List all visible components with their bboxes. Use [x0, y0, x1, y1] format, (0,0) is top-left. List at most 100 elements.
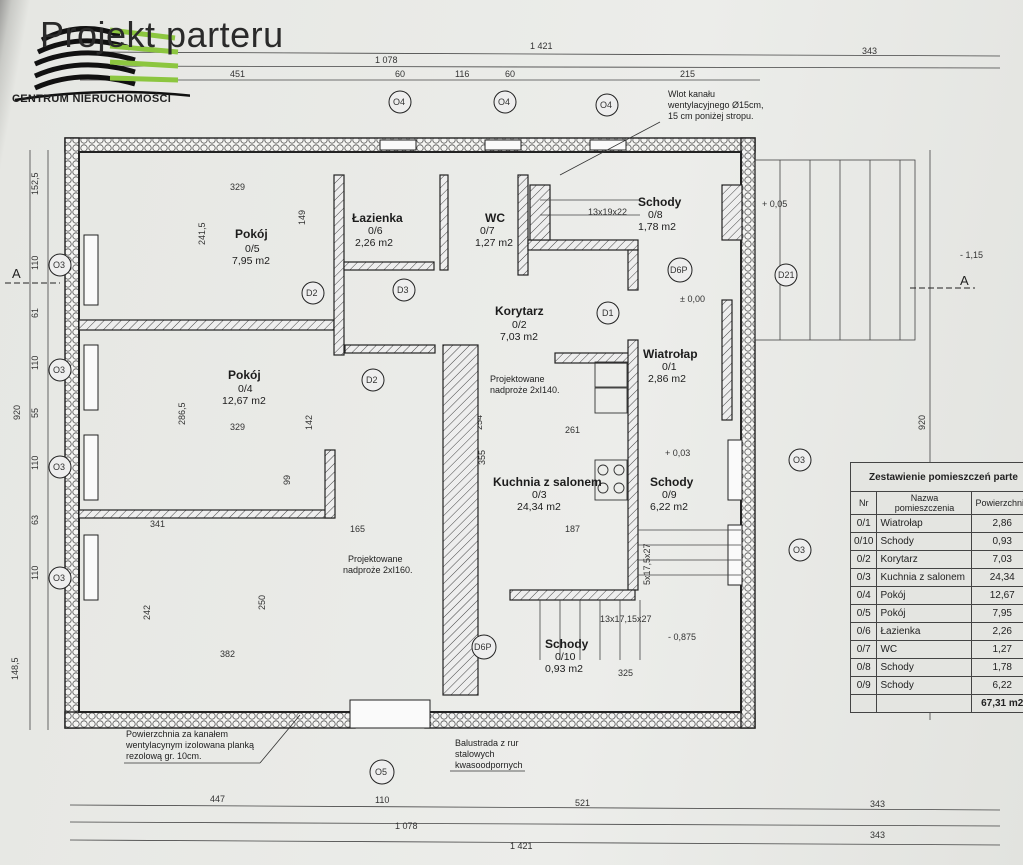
- room-name: WC: [485, 211, 505, 225]
- room-number: 0/7: [480, 225, 495, 237]
- door-tag-label: D3: [397, 285, 409, 295]
- window-tag-label: O4: [600, 100, 612, 110]
- note-line: wentylacynym izolowana planką: [125, 740, 254, 750]
- note-line: Projektowane: [490, 374, 545, 384]
- room-area-cell: 12,67: [971, 586, 1023, 605]
- room-number: 0/9: [662, 489, 677, 501]
- page-title: Projekt parteru: [40, 14, 284, 55]
- room-number-cell: 0/2: [849, 550, 878, 569]
- stair-spec: 13x19x22: [588, 207, 627, 217]
- logo-brand-text: CENTRUM NIERUCHOMOŚCI: [12, 93, 172, 105]
- interior-walls: [78, 174, 743, 696]
- note-insulation: Powierzchnia za kanałem wentylacynym izo…: [124, 714, 301, 764]
- dim-right-total: 920: [917, 415, 927, 430]
- room-number-cell: 0/3: [849, 568, 878, 587]
- room-number-cell: 0/7: [849, 640, 878, 659]
- room-name: Korytarz: [495, 304, 544, 318]
- exterior-stairs: [754, 159, 916, 341]
- room-number: 0/8: [648, 209, 663, 221]
- dim-bottom-right: 343: [870, 830, 885, 840]
- dim-top-chain: 116: [455, 69, 469, 79]
- room-number: 0/10: [555, 651, 576, 663]
- room-summary-table: Zestawienie pomieszczeń parte Nr Nazwa p…: [849, 462, 1023, 713]
- room-area-cell: 2,26: [971, 622, 1023, 641]
- room-number-cell: 0/9: [849, 676, 878, 695]
- kitchen-counter: [594, 361, 628, 501]
- window-tag-o4: [493, 90, 517, 114]
- dimension-lines: [29, 51, 1001, 846]
- note-line: kwasoodpornych: [455, 760, 523, 770]
- room-pokoj-0-5: Pokój 0/5 7,95 m2: [232, 227, 270, 267]
- door-tag-d6p: [667, 257, 693, 283]
- dim-interior: 286,5: [177, 402, 187, 425]
- note-line: stalowych: [455, 749, 495, 759]
- room-name-cell: Kuchnia z salonem: [876, 568, 973, 587]
- door-tag-label: D6P: [474, 642, 492, 652]
- door-tag-d21: [774, 263, 798, 287]
- dim-interior: 149: [297, 210, 307, 225]
- dim-top-chain: 60: [505, 69, 515, 79]
- column-header: Nazwa pomieszczenia: [876, 491, 973, 515]
- section-marker: A: [12, 266, 21, 281]
- dim-top-main: 1 078: [375, 55, 398, 65]
- room-labels: Pokój 0/5 7,95 m2 Łazienka 0/6 2,26 m2 W…: [222, 195, 698, 675]
- door-tag-d2: [361, 368, 385, 392]
- room-name: Pokój: [228, 368, 261, 382]
- dim-interior: 142: [304, 415, 314, 430]
- dim-left-chain: 110: [30, 566, 40, 580]
- room-name: Kuchnia z salonem: [493, 475, 602, 489]
- room-name-cell: Wiatrołap: [876, 514, 973, 533]
- column-header: Nr: [849, 491, 878, 515]
- dim-top-right: 343: [862, 46, 877, 56]
- room-schody-0-9: Schody 0/9 6,22 m2: [650, 475, 694, 513]
- note-line: nadproże 2xI140.: [490, 385, 560, 395]
- room-name: Schody: [650, 475, 694, 489]
- room-area: 6,22 m2: [650, 501, 688, 513]
- dim-interior: 99: [282, 475, 292, 485]
- symbols: [48, 90, 812, 785]
- door-tag-label: D2: [366, 375, 378, 385]
- dim-left-chain: 110: [30, 456, 40, 470]
- table-caption: Zestawienie pomieszczeń parte: [850, 462, 1023, 492]
- room-area: 1,27 m2: [475, 237, 513, 249]
- dim-interior: 250: [257, 595, 267, 610]
- window-tag-label: O3: [53, 462, 65, 472]
- room-schody-0-8: Schody 0/8 1,78 m2: [638, 195, 682, 233]
- room-area: 0,93 m2: [545, 663, 583, 675]
- room-name-cell: Łazienka: [876, 622, 973, 641]
- cooktop-burner: [613, 464, 625, 476]
- annotations: Wlot kanału wentylacyjnego Ø15cm, 15 cm …: [124, 89, 764, 772]
- dim-bottom-chain: 521: [575, 798, 590, 808]
- door-tag-d1: [596, 301, 620, 325]
- note-vent-inlet: Wlot kanału wentylacyjnego Ø15cm, 15 cm …: [559, 89, 764, 176]
- dim-left-chain: 63: [30, 515, 40, 525]
- room-name-cell: Schody: [876, 676, 973, 695]
- room-area: 2,86 m2: [648, 373, 686, 385]
- room-schody-0-10: Schody 0/10 0,93 m2: [545, 637, 589, 675]
- window-tag-label: O3: [53, 573, 65, 583]
- room-area: 7,03 m2: [500, 331, 538, 343]
- note-line: wentylacyjnego Ø15cm,: [667, 100, 764, 110]
- room-name-cell: Schody: [876, 658, 973, 677]
- note-line: 15 cm poniżej stropu.: [668, 111, 754, 121]
- window-tag-o3: [788, 538, 812, 562]
- room-area: 1,78 m2: [638, 221, 676, 233]
- room-name: Pokój: [235, 227, 268, 241]
- stair-spec: 13x17,15x27: [600, 614, 652, 624]
- dim-bottom-main: 1 078: [395, 821, 418, 831]
- internal-stairs: [539, 199, 741, 660]
- dim-left-chain: 110: [30, 356, 40, 370]
- door-tag-label: D6P: [670, 265, 688, 275]
- dim-bottom-chain: 110: [375, 795, 389, 805]
- logo-building-icon: [14, 26, 190, 102]
- room-kuchnia-0-3: Kuchnia z salonem 0/3 24,34 m2: [493, 475, 602, 513]
